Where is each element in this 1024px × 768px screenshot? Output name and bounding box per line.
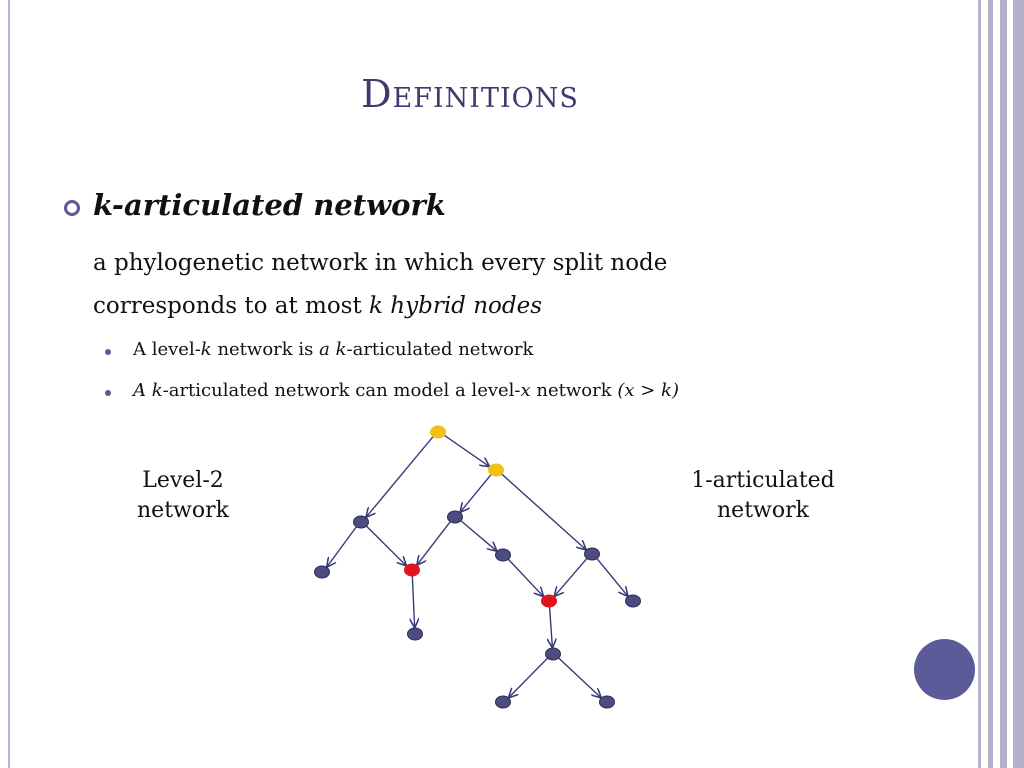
left-frame-line: [8, 0, 10, 768]
tree-node: [495, 548, 511, 562]
tree-node: [584, 547, 600, 561]
network-edge-arrow: [443, 434, 489, 466]
slide-title: Definitions: [361, 72, 579, 116]
network-edge-arrow: [460, 520, 496, 551]
tree-node: [407, 627, 423, 641]
hybrid-node: [404, 563, 420, 577]
network-edge-arrow: [365, 525, 405, 565]
definition-heading: k-articulated network: [93, 188, 446, 222]
network-edge-arrow: [367, 436, 434, 517]
bullet-dot-icon: [105, 349, 111, 355]
network-edge-arrow: [558, 657, 601, 697]
tree-node: [353, 515, 369, 529]
network-edge-arrow: [507, 558, 543, 596]
network-edge-arrow: [461, 474, 492, 512]
tree-node: [495, 695, 511, 709]
network-edge-arrow: [327, 526, 357, 567]
split-node: [488, 463, 504, 477]
tree-node: [447, 510, 463, 524]
right-network-label: 1-articulated network: [691, 468, 835, 523]
network-edge-arrow: [509, 657, 549, 697]
tree-node: [625, 594, 641, 608]
definition-line-2: corresponds to at most k hybrid nodes: [93, 293, 543, 319]
bullet-ring-icon: [64, 200, 80, 216]
decorative-circle: [914, 639, 975, 700]
tree-node: [599, 695, 615, 709]
bullet-1: A level-k network is a k-articulated net…: [133, 339, 534, 360]
bullet-dot-icon: [105, 390, 111, 396]
network-edge-arrow: [596, 558, 627, 596]
network-edge-arrow: [501, 473, 586, 549]
bullet-2: A k-articulated network can model a leve…: [133, 380, 679, 401]
definition-line-1: a phylogenetic network in which every sp…: [93, 250, 668, 276]
network-edge-arrow: [412, 575, 414, 627]
tree-node: [314, 565, 330, 579]
network-edge-arrow: [550, 606, 553, 647]
network-edge-arrow: [555, 557, 588, 595]
split-node: [430, 425, 446, 439]
network-edge-arrow: [417, 521, 451, 565]
tree-node: [545, 647, 561, 661]
right-frame-bars: [978, 0, 1024, 768]
hybrid-node: [541, 594, 557, 608]
left-network-label: Level-2 network: [137, 468, 229, 523]
